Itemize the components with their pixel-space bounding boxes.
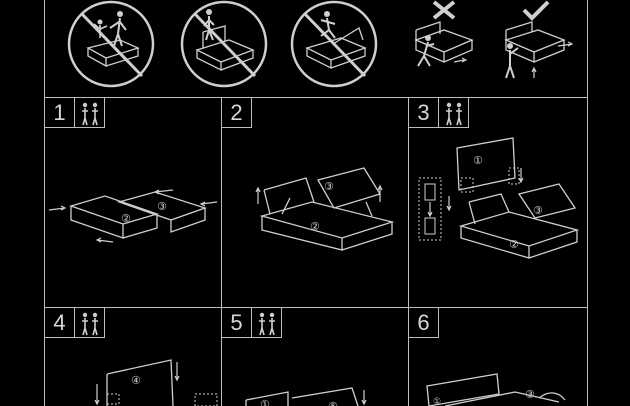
callout-1: ① (260, 398, 270, 406)
callout-3: ③ (157, 200, 167, 213)
prohibited-sitting-icon (283, 0, 385, 92)
two-person-icon (75, 98, 105, 128)
callout-2: ② (509, 238, 519, 251)
step-5-panel: 5 ① ⑤ (222, 308, 408, 406)
correct-carry-icon (496, 0, 580, 82)
callout-3: ③ (525, 388, 535, 401)
callout-4: ④ (131, 374, 141, 387)
step-2-illustration: ② ③ (222, 98, 408, 307)
two-person-icon (252, 308, 282, 338)
callout-5: ⑤ (328, 400, 338, 406)
callout-3: ③ (324, 180, 334, 193)
column-divider-1 (221, 97, 222, 406)
step-1-illustration: ② ③ (45, 98, 221, 307)
callout-2: ② (121, 212, 131, 225)
callout-1: ① (473, 154, 483, 167)
step-3-panel: 3 ① ② ③ (409, 98, 588, 307)
incorrect-carry-icon (404, 0, 484, 80)
step-1-panel: 1 ② ③ (45, 98, 221, 307)
row-divider-2 (44, 307, 588, 308)
two-person-icon (439, 98, 469, 128)
prohibited-standing-icon (173, 0, 275, 92)
callout-1-partial: ① (433, 397, 441, 406)
step-6-panel: 6 ③ ① (409, 308, 588, 406)
step-number: 5 (222, 308, 252, 338)
step-4-illustration: ④ (45, 308, 221, 406)
step-4-panel: 4 ④ (45, 308, 221, 406)
step-number: 1 (45, 98, 75, 128)
step-2-panel: 2 ② ③ (222, 98, 408, 307)
step-6-illustration: ③ ① (409, 308, 588, 406)
step-5-illustration: ① ⑤ (222, 308, 408, 406)
prohibited-lifting-icon (60, 0, 162, 92)
column-divider-2 (408, 97, 409, 406)
step-number: 6 (409, 308, 439, 338)
callout-2: ② (310, 220, 320, 233)
row-divider-1 (44, 97, 588, 98)
two-person-icon (75, 308, 105, 338)
step-number: 3 (409, 98, 439, 128)
step-number: 4 (45, 308, 75, 338)
sheet-frame (44, 0, 588, 406)
step-number: 2 (222, 98, 252, 128)
step-3-illustration: ① ② ③ (409, 98, 588, 307)
callout-3: ③ (533, 204, 543, 217)
